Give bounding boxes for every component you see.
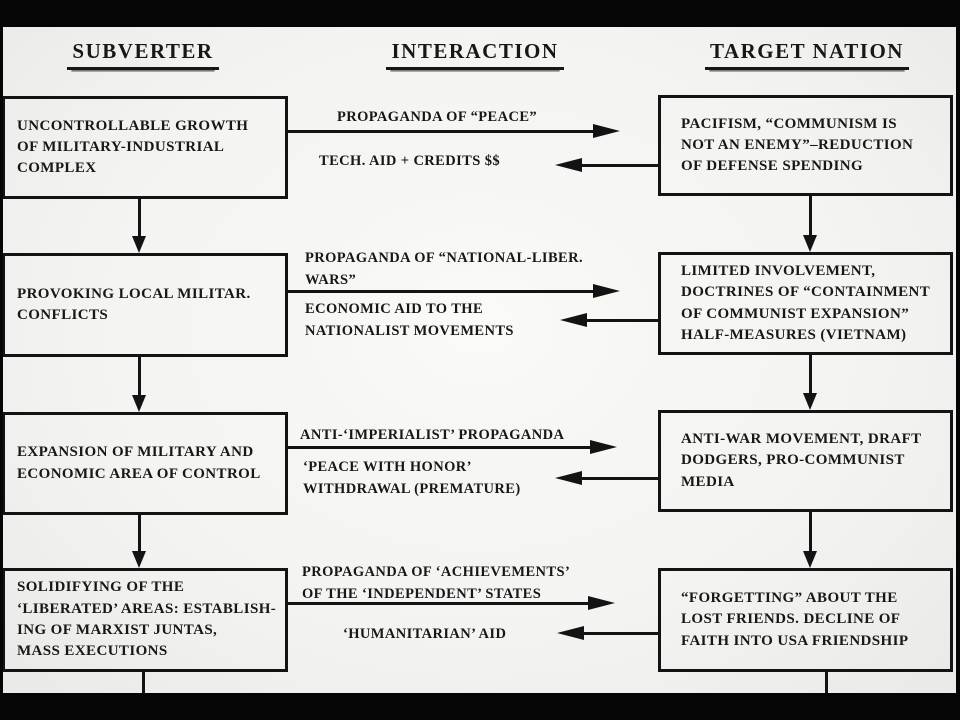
arrow-right-icon [593, 124, 620, 138]
arrow-target-3-4 [802, 512, 818, 568]
arrow-shaft [571, 631, 658, 635]
subverter-box-4-text: SOLIDIFYING OF THE ‘LIBERATED’ AREAS: ES… [17, 579, 277, 660]
interaction-row4-to-subverter-label: ‘HUMANITARIAN’ AID [343, 626, 507, 642]
connector-stub-target [825, 672, 828, 693]
arrow-right-icon [590, 440, 617, 454]
arrow-down-icon [132, 551, 146, 568]
target-box-1-text: PACIFISM, “COMMUNISM IS NOT AN ENEMY”–RE… [681, 115, 914, 175]
interaction-row3-to-target-label: ANTI-‘IMPERIALIST’ PROPAGANDA [300, 427, 565, 443]
subverter-box-1: UNCONTROLLABLE GROWTH OF MILITARY-INDUST… [3, 96, 288, 199]
interaction-row4-to-target-label: PROPAGANDA OF ‘ACHIEVEMENTS’ OF THE ‘IND… [302, 564, 571, 602]
arrow-row3-to-subverter [555, 471, 658, 485]
arrow-shaft [569, 476, 658, 480]
interaction-row3-to-subverter-label: ‘PEACE WITH HONOR’ WITHDRAWAL (PREMATURE… [303, 459, 521, 497]
arrow-row1-to-subverter [555, 158, 658, 172]
interaction-row1-to-target-label: PROPAGANDA OF “PEACE” [336, 109, 538, 125]
arrow-shaft [287, 445, 603, 449]
arrow-row4-to-target [287, 596, 615, 610]
arrow-shaft [808, 196, 812, 240]
interaction-row2-to-subverter-label: ECONOMIC AID TO THE NATIONALIST MOVEMENT… [305, 301, 514, 339]
arrow-shaft [574, 318, 658, 322]
column-header-subverter: SUBVERTER [13, 39, 273, 70]
arrow-row2-to-subverter [560, 313, 658, 327]
arrow-subverter-1-2 [131, 199, 147, 253]
arrow-left-icon [555, 158, 582, 172]
arrow-target-2-3 [802, 355, 818, 410]
column-header-interaction: INTERACTION [345, 39, 605, 70]
arrow-left-icon [555, 471, 582, 485]
interaction-row2-to-target-label: PROPAGANDA OF “NATIONAL-LIBER. WARS” [305, 250, 583, 288]
target-box-1: PACIFISM, “COMMUNISM IS NOT AN ENEMY”–RE… [658, 95, 953, 196]
target-box-3-text: ANTI-WAR MOVEMENT, DRAFT DODGERS, PRO-CO… [681, 431, 922, 490]
column-header-target-nation: TARGET NATION [677, 39, 937, 70]
arrow-down-icon [803, 393, 817, 410]
arrow-shaft [808, 512, 812, 556]
arrow-left-icon [560, 313, 587, 327]
arrow-right-icon [588, 596, 615, 610]
subverter-box-3-text: EXPANSION OF MILITARY AND ECONOMIC AREA … [17, 444, 261, 482]
target-box-4: “FORGETTING” ABOUT THE LOST FRIENDS. DEC… [658, 568, 953, 672]
arrow-shaft [287, 601, 601, 605]
column-header-subverter-label: SUBVERTER [67, 39, 219, 70]
arrow-shaft [569, 163, 658, 167]
arrow-shaft [137, 357, 141, 400]
column-header-target-nation-label: TARGET NATION [705, 39, 909, 70]
arrow-left-icon [557, 626, 584, 640]
arrow-target-1-2 [802, 196, 818, 252]
arrow-shaft [808, 355, 812, 398]
arrow-row2-to-target [287, 284, 620, 298]
subverter-box-2-text: PROVOKING LOCAL MILITAR. CONFLICTS [17, 285, 251, 323]
interaction-row1-to-subverter-label: TECH. AID + CREDITS $$ [319, 153, 501, 169]
arrow-down-icon [803, 235, 817, 252]
subversion-flowchart: SUBVERTER INTERACTION TARGET NATION UNCO… [3, 27, 956, 693]
target-box-2: LIMITED INVOLVEMENT, DOCTRINES OF “CONTA… [658, 252, 953, 355]
arrow-row4-to-subverter [557, 626, 658, 640]
connector-stub-subverter [142, 672, 145, 693]
target-box-4-text: “FORGETTING” ABOUT THE LOST FRIENDS. DEC… [681, 590, 909, 649]
subverter-box-2: PROVOKING LOCAL MILITAR. CONFLICTS [3, 253, 288, 357]
arrow-right-icon [593, 284, 620, 298]
arrow-shaft [287, 289, 606, 293]
subverter-box-4: SOLIDIFYING OF THE ‘LIBERATED’ AREAS: ES… [3, 568, 288, 672]
target-box-2-text: LIMITED INVOLVEMENT, DOCTRINES OF “CONTA… [681, 262, 931, 343]
arrow-down-icon [132, 236, 146, 253]
subverter-box-1-text: UNCONTROLLABLE GROWTH OF MILITARY-INDUST… [17, 117, 249, 177]
arrow-subverter-3-4 [131, 515, 147, 568]
arrow-shaft [287, 129, 606, 133]
target-box-3: ANTI-WAR MOVEMENT, DRAFT DODGERS, PRO-CO… [658, 410, 953, 512]
arrow-subverter-2-3 [131, 357, 147, 412]
subverter-box-3: EXPANSION OF MILITARY AND ECONOMIC AREA … [3, 412, 288, 515]
arrow-down-icon [803, 551, 817, 568]
arrow-shaft [137, 199, 141, 241]
arrow-row1-to-target [287, 124, 620, 138]
arrow-row3-to-target [287, 440, 617, 454]
column-header-interaction-label: INTERACTION [386, 39, 564, 70]
arrow-down-icon [132, 395, 146, 412]
arrow-shaft [137, 515, 141, 556]
